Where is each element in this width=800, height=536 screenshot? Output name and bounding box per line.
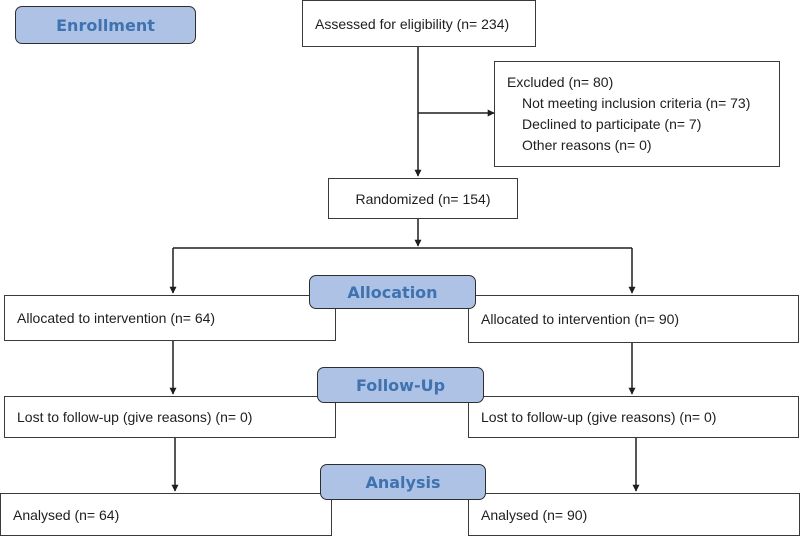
right-lost-box: Lost to follow-up (give reasons) (n= 0) bbox=[468, 396, 799, 438]
stage-follow-up: Follow-Up bbox=[317, 367, 484, 403]
randomized-box: Randomized (n= 154) bbox=[328, 178, 518, 219]
assessed-label: Assessed for eligibility (n= 234) bbox=[315, 15, 510, 32]
assessed-box: Assessed for eligibility (n= 234) bbox=[302, 0, 536, 47]
right-analysed-box: Analysed (n= 90) bbox=[468, 493, 800, 536]
left-lost-box: Lost to follow-up (give reasons) (n= 0) bbox=[4, 396, 336, 438]
left-analysed-label: Analysed (n= 64) bbox=[13, 506, 120, 523]
excluded-box: Excluded (n= 80) Not meeting inclusion c… bbox=[494, 61, 780, 167]
randomized-label: Randomized (n= 154) bbox=[355, 190, 491, 207]
left-lost-label: Lost to follow-up (give reasons) (n= 0) bbox=[17, 409, 253, 425]
excluded-reason: Not meeting inclusion criteria (n= 73) bbox=[522, 95, 751, 111]
right-lost-label: Lost to follow-up (give reasons) (n= 0) bbox=[481, 409, 717, 425]
left-allocated-box: Allocated to intervention (n= 64) bbox=[4, 295, 336, 341]
right-analysed-label: Analysed (n= 90) bbox=[481, 506, 588, 523]
stage-allocation: Allocation bbox=[309, 275, 476, 309]
stage-enrollment: Enrollment bbox=[15, 6, 196, 44]
excluded-reason: Other reasons (n= 0) bbox=[522, 137, 652, 153]
excluded-title: Excluded (n= 80) bbox=[507, 74, 614, 90]
left-allocated-label: Allocated to intervention (n= 64) bbox=[17, 310, 216, 326]
left-analysed-box: Analysed (n= 64) bbox=[0, 493, 332, 536]
excluded-reason: Declined to participate (n= 7) bbox=[522, 116, 702, 132]
stage-analysis: Analysis bbox=[320, 464, 486, 500]
right-allocated-label: Allocated to intervention (n= 90) bbox=[481, 311, 680, 327]
right-allocated-box: Allocated to intervention (n= 90) bbox=[468, 295, 799, 343]
